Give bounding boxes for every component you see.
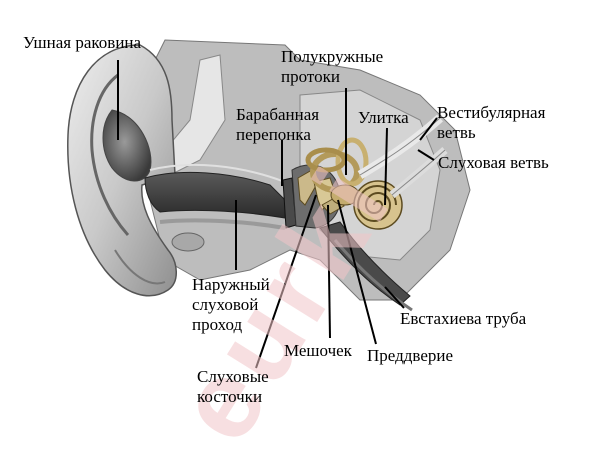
leader-eustachian [384, 286, 405, 309]
canal-wall-upper [149, 163, 286, 183]
label-vestibular-branch: Вестибулярная ветвь [437, 103, 546, 142]
eustachian-tube [319, 221, 411, 306]
label-auditory-branch: Слуховая ветвь [438, 153, 549, 172]
lobe-shadow [114, 249, 166, 285]
semicircular-canal-3 [305, 147, 347, 173]
semicircular-canal-2 [335, 137, 369, 187]
leader-lines [117, 60, 438, 369]
leader-auditory [417, 149, 435, 161]
label-semicircular-canals: Полукружные протоки [281, 47, 384, 86]
label-saccule: Мешочек [284, 341, 352, 360]
cochlea-outer [353, 180, 403, 230]
cartilage-bulge [171, 232, 205, 252]
label-ossicles: Слуховые косточки [197, 367, 269, 406]
leader-ossicles [255, 194, 317, 369]
bone-layer [164, 54, 226, 176]
label-auricle: Ушная раковина [23, 33, 142, 52]
eustachian-muscle [333, 239, 413, 312]
leader-cochlea [384, 127, 388, 206]
ear-canal [144, 171, 286, 219]
ear-diagram [67, 39, 471, 369]
label-cochlea: Улитка [358, 108, 409, 127]
label-eardrum: Барабанная перепонка [236, 105, 320, 144]
canal-wall-lower [159, 218, 286, 230]
label-eustachian-tube: Евстахиева труба [400, 309, 527, 328]
concha [102, 109, 152, 182]
label-external-canal: Наружный слуховой проход [192, 275, 270, 334]
auditory-nerve-edge [391, 149, 446, 196]
leader-vestibule [337, 199, 377, 345]
leader-vestibular [419, 117, 438, 141]
leader-saccule [327, 204, 331, 339]
helix-fold [90, 73, 130, 237]
label-vestibule: Преддверие [367, 346, 454, 365]
cochlea-spiral [356, 185, 397, 222]
